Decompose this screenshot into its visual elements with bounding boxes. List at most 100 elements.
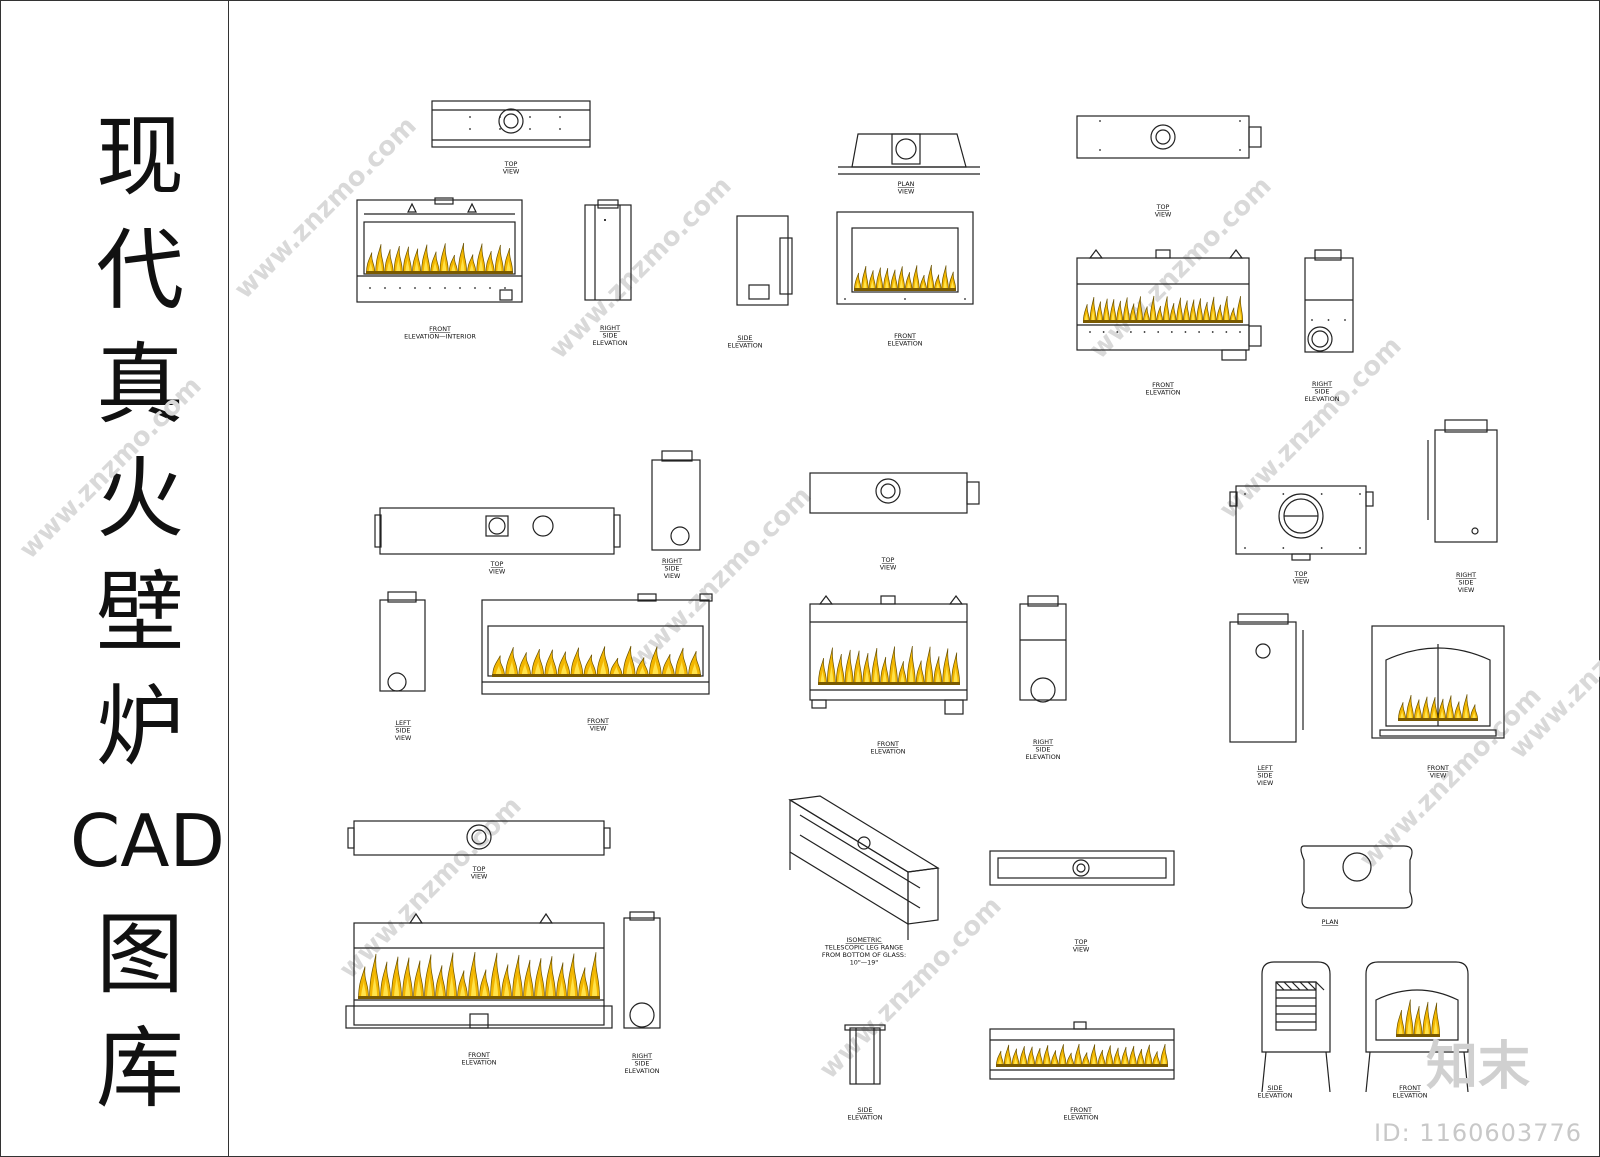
figure-layer: [345, 100, 1505, 1093]
flame-row: [1082, 295, 1244, 323]
title-char: CAD: [70, 799, 225, 883]
label-line: LEFT: [395, 719, 410, 727]
title-char: 真: [95, 333, 184, 436]
flue-collar: [387, 672, 407, 692]
bracket: [467, 202, 477, 213]
flame: [1438, 698, 1446, 721]
flame: [861, 265, 869, 291]
outline: [966, 481, 980, 505]
iso-top: [788, 795, 940, 873]
flue-collar: [875, 478, 901, 504]
label-line: RIGHT: [1312, 380, 1332, 388]
flame-core: [626, 659, 633, 676]
flame: [688, 651, 701, 677]
flame: [1089, 1044, 1098, 1067]
flame-core: [856, 280, 860, 290]
screw-dot: [1225, 331, 1228, 333]
flame: [545, 956, 556, 999]
flame-core: [1162, 1053, 1166, 1066]
flame-core: [368, 261, 373, 273]
label-line: FRONT: [877, 740, 899, 748]
screw-dot: [489, 287, 491, 289]
label-line: VIEW: [1257, 779, 1274, 787]
flame-core: [383, 978, 389, 998]
flame: [906, 645, 916, 685]
flue-stub: [1073, 1021, 1087, 1030]
outline: [603, 827, 611, 849]
flame: [942, 648, 952, 685]
flue-stub: [434, 197, 454, 205]
flame: [919, 274, 927, 291]
flame: [1209, 296, 1217, 323]
outline: [1019, 603, 1067, 701]
flame: [1156, 305, 1164, 323]
flue-stub: [699, 593, 713, 602]
flame-core: [1400, 710, 1404, 720]
screw-dot: [1130, 331, 1132, 333]
flame-core: [909, 663, 914, 684]
flame-core: [432, 261, 438, 273]
flame: [915, 660, 925, 685]
flame-core: [899, 276, 904, 290]
flame: [883, 267, 891, 291]
flame-core: [1021, 1055, 1026, 1066]
flame: [635, 657, 649, 677]
screw-dot: [469, 128, 471, 130]
flame: [1082, 1052, 1090, 1067]
label-line: VIEW: [590, 725, 607, 733]
flame: [1019, 1046, 1028, 1067]
label-line: ELEVATION—INTERIOR: [404, 333, 476, 341]
flame: [557, 651, 571, 677]
label-line: VIEW: [1293, 578, 1310, 586]
fireplace-unit-8-side: [844, 1024, 886, 1085]
flame: [1113, 1047, 1122, 1067]
screw-dot: [1143, 331, 1146, 333]
flame-core: [537, 976, 543, 998]
arched-door: [1385, 647, 1491, 727]
label-line: FRONT: [1399, 1084, 1421, 1092]
flame-core: [592, 972, 598, 998]
outline: [379, 599, 426, 692]
outline: [374, 514, 382, 548]
flue-stub: [1237, 613, 1289, 625]
label-line: ELEVATION: [1063, 1114, 1098, 1122]
flame-core: [1107, 1054, 1112, 1066]
fireplace-unit-2-plan: [838, 133, 980, 175]
flue-collar: [1255, 643, 1271, 659]
flame: [1116, 300, 1124, 323]
flame: [1097, 1049, 1106, 1067]
screw-dot: [1184, 331, 1187, 333]
screw-dot: [1099, 120, 1101, 122]
label-line: TOP: [504, 160, 518, 168]
flame-core: [414, 259, 419, 273]
flame: [1162, 296, 1170, 323]
flame-core: [882, 669, 887, 684]
title-char: 火: [95, 447, 184, 550]
flame-core: [581, 981, 587, 998]
label-line: VIEW: [880, 564, 897, 572]
bracket: [407, 202, 417, 213]
flame-core: [508, 660, 515, 676]
flame-core: [1005, 1054, 1010, 1066]
outline: [851, 227, 959, 293]
flame: [662, 653, 675, 677]
flue-collar: [466, 824, 492, 850]
flame: [485, 251, 495, 274]
fireplace-unit-2-side: [736, 215, 793, 306]
ember-bed: [1398, 718, 1478, 721]
line: [799, 834, 921, 909]
fireplace-unit-5-top: [809, 472, 980, 514]
flame: [1027, 1046, 1036, 1067]
label-line: SIDE: [738, 334, 753, 342]
label-line: VIEW: [664, 572, 681, 580]
flame-core: [386, 259, 392, 273]
flame-core: [482, 982, 488, 998]
flame-core: [1424, 707, 1428, 720]
flame: [544, 649, 558, 677]
flame: [1176, 297, 1184, 323]
outline: [1229, 621, 1297, 743]
flame: [391, 956, 402, 999]
